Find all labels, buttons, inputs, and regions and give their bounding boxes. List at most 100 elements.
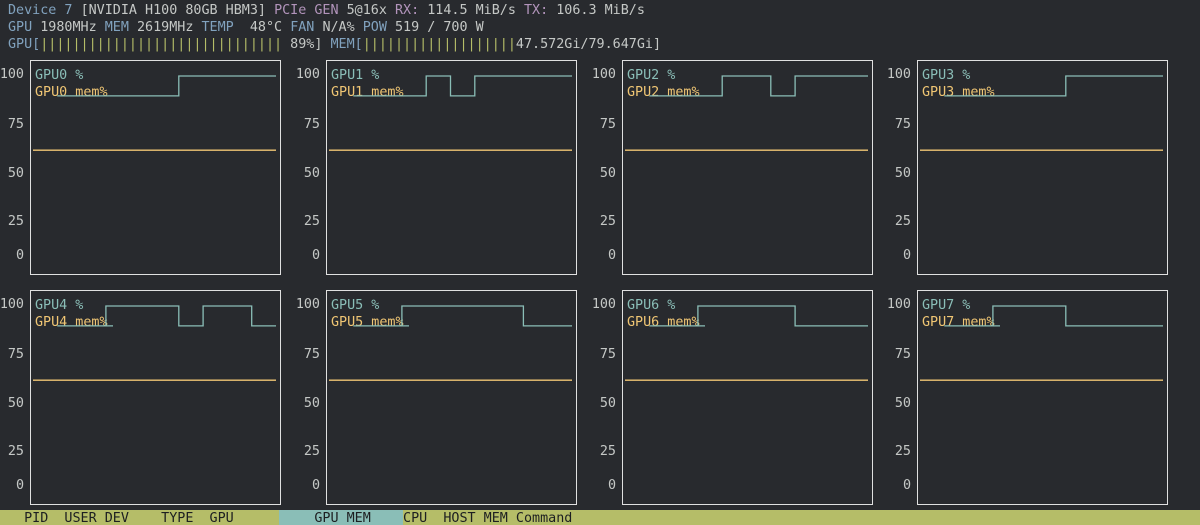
legend-gpu-util: GPU6 %	[627, 298, 676, 313]
y-tick-label: 0	[902, 478, 911, 493]
y-tick-label: 0	[311, 478, 320, 493]
fan-label: FAN	[290, 20, 315, 35]
clocks-line: GPU 1980MHz MEM 2619MHz TEMP 48°C FAN N/…	[8, 19, 484, 36]
plot-frame	[30, 290, 281, 505]
y-tick-label: 100	[591, 67, 616, 82]
gpu-util-line	[944, 305, 1163, 327]
legend-gpu-util: GPU1 %	[331, 68, 380, 83]
gpu-util-line	[353, 75, 572, 97]
mem-util-value: 47.572Gi/79.647Gi]	[515, 37, 662, 52]
gpu-util-value: 89%]	[290, 37, 323, 52]
utilization-line: GPU[|||||||||||||||||||||||||||||| 89%] …	[8, 36, 661, 53]
plot-frame	[326, 60, 577, 275]
selected-column-highlight	[279, 510, 403, 525]
y-tick-label: 75	[7, 347, 24, 362]
y-tick-label: 50	[599, 166, 616, 181]
legend-gpu-util: GPU3 %	[922, 68, 971, 83]
y-tick-label: 0	[607, 478, 616, 493]
gpu-util-bar: ||||||||||||||||||||||||||||||	[40, 37, 283, 52]
y-tick-label: 25	[599, 214, 616, 229]
plot-frame	[326, 290, 577, 505]
y-tick-label: 75	[7, 117, 24, 132]
y-tick-label: 50	[303, 166, 320, 181]
plot-frame	[30, 60, 281, 275]
process-columns: PID USER DEV TYPE GPU GPU MEM CPU HOST M…	[8, 510, 572, 525]
mem-util-bar: |||||||||||||||||||	[362, 37, 516, 52]
gpu-util-line	[353, 305, 572, 327]
temp-label: TEMP	[201, 20, 234, 35]
plot-frame	[917, 60, 1168, 275]
y-tick-label: 25	[894, 214, 911, 229]
gpu-clock-value: 1980MHz	[40, 20, 97, 35]
rx-value: 114.5 MiB/s	[427, 3, 516, 18]
plot-lines	[33, 75, 276, 151]
y-tick-label: 100	[295, 67, 320, 82]
column-gpu-mem[interactable]: GPU MEM	[314, 511, 371, 525]
y-tick-label: 50	[303, 396, 320, 411]
y-tick-label: 0	[311, 248, 320, 263]
y-tick-label: 75	[303, 117, 320, 132]
plot-lines	[920, 75, 1163, 151]
pow-label: POW	[362, 20, 387, 35]
gpu-util-line	[944, 75, 1163, 97]
y-tick-label: 50	[7, 166, 24, 181]
y-tick-label: 0	[902, 248, 911, 263]
y-tick-label: 75	[894, 117, 911, 132]
y-tick-label: 0	[15, 478, 24, 493]
columns-right[interactable]: CPU HOST MEM Command	[403, 511, 573, 525]
device-info-line: Device 7 [NVIDIA H100 80GB HBM3] PCIe GE…	[8, 2, 645, 19]
plot-lines	[625, 75, 868, 151]
legend-gpu-util: GPU2 %	[627, 68, 676, 83]
process-table-header[interactable]: PID USER DEV TYPE GPU GPU MEM CPU HOST M…	[0, 510, 1200, 525]
device-name: [NVIDIA H100 80GB HBM3]	[80, 3, 266, 18]
temp-value: 48°C	[249, 20, 283, 35]
plot-lines	[920, 305, 1163, 381]
plot-lines	[329, 75, 572, 151]
y-tick-label: 100	[886, 297, 911, 312]
pcie-label: PCIe GEN	[274, 3, 339, 18]
gpu-util-line	[57, 75, 276, 97]
y-tick-label: 50	[894, 396, 911, 411]
rx-label: RX:	[395, 3, 420, 18]
y-tick-label: 100	[0, 67, 24, 82]
mem-util-label: MEM[	[330, 37, 363, 52]
y-tick-label: 100	[0, 297, 24, 312]
plot-lines	[329, 305, 572, 381]
mem-clock-value: 2619MHz	[137, 20, 194, 35]
y-tick-label: 100	[886, 67, 911, 82]
y-tick-label: 0	[607, 248, 616, 263]
legend-gpu-util: GPU7 %	[922, 298, 971, 313]
y-tick-label: 75	[599, 347, 616, 362]
y-tick-label: 100	[591, 297, 616, 312]
y-tick-label: 50	[599, 396, 616, 411]
y-tick-label: 75	[599, 117, 616, 132]
gpu-util-line	[649, 305, 868, 327]
y-tick-label: 25	[7, 214, 24, 229]
y-tick-label: 75	[303, 347, 320, 362]
y-tick-label: 100	[295, 297, 320, 312]
plot-frame	[622, 290, 873, 505]
tx-label: TX:	[524, 3, 549, 18]
y-tick-label: 0	[15, 248, 24, 263]
plot-frame	[622, 60, 873, 275]
gpu-clock-label: GPU	[8, 20, 33, 35]
columns-left[interactable]: PID USER DEV TYPE GPU	[24, 511, 234, 525]
plot-lines	[33, 305, 276, 381]
legend-gpu-util: GPU0 %	[35, 68, 84, 83]
y-tick-label: 25	[303, 214, 320, 229]
plot-lines	[625, 305, 868, 381]
legend-gpu-util: GPU5 %	[331, 298, 380, 313]
y-tick-label: 25	[599, 444, 616, 459]
gpu-util-line	[57, 305, 276, 327]
y-tick-label: 25	[303, 444, 320, 459]
device-label: Device 7	[8, 3, 73, 18]
tx-value: 106.3 MiB/s	[556, 3, 645, 18]
